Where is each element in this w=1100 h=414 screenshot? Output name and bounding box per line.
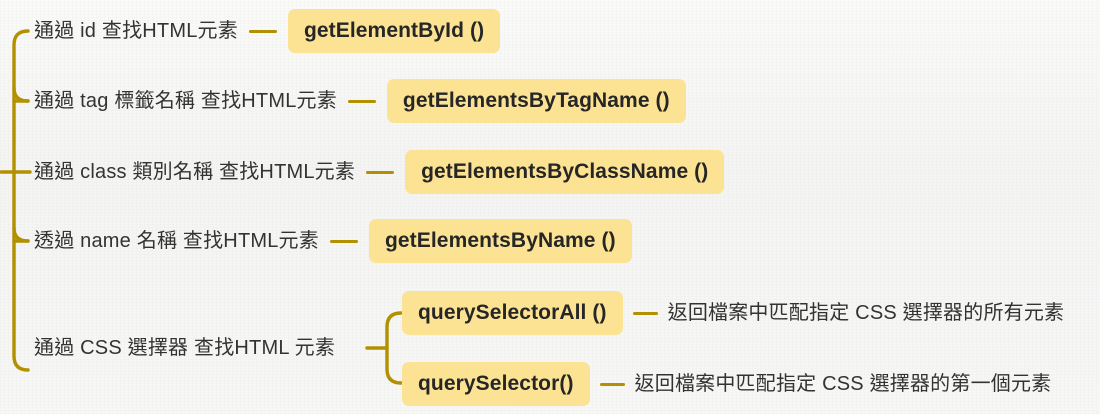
branch-label-tag: 通過 tag 標籤名稱 查找HTML元素 xyxy=(34,90,337,112)
branch-label-name: 透過 name 名稱 查找HTML元素 xyxy=(34,230,319,252)
branch-row-class: 通過 class 類別名稱 查找HTML元素 getElementsByClas… xyxy=(34,150,725,194)
badge-get-element-by-id[interactable]: getElementById () xyxy=(287,9,501,53)
branch-row-name: 透過 name 名稱 查找HTML元素 getElementsByName () xyxy=(34,219,632,263)
description-query-selector: 返回檔案中匹配指定 CSS 選擇器的第一個元素 xyxy=(634,373,1052,395)
badge-get-elements-by-tag-name[interactable]: getElementsByTagName () xyxy=(386,79,686,123)
branch-label-id: 通過 id 查找HTML元素 xyxy=(34,20,238,42)
branch-label-css: 通過 CSS 選擇器 查找HTML 元素 xyxy=(34,337,336,359)
branch-tick-name xyxy=(12,226,30,243)
connector-dash-query-selector xyxy=(599,382,625,386)
branch-row-css: 通過 CSS 選擇器 查找HTML 元素 xyxy=(34,338,335,358)
branch-row-id: 通過 id 查找HTML元素 getElementById () xyxy=(34,9,501,53)
sub-branch-row-query-selector-all: querySelectorAll () 返回檔案中匹配指定 CSS 選擇器的所有… xyxy=(402,291,1064,335)
connector-dash-id xyxy=(248,29,277,33)
description-query-selector-all: 返回檔案中匹配指定 CSS 選擇器的所有元素 xyxy=(667,302,1065,324)
branch-label-class: 通過 class 類別名稱 查找HTML元素 xyxy=(34,161,356,183)
connector-dash-tag xyxy=(347,99,376,103)
css-sub-bracket-spine xyxy=(385,311,403,385)
connector-dash-class xyxy=(366,170,395,174)
connector-dash-name xyxy=(329,239,358,243)
badge-get-elements-by-name[interactable]: getElementsByName () xyxy=(368,219,632,263)
branch-row-tag: 通過 tag 標籤名稱 查找HTML元素 getElementsByTagNam… xyxy=(34,79,686,123)
connector-dash-query-selector-all xyxy=(632,311,658,315)
badge-query-selector-all[interactable]: querySelectorAll () xyxy=(402,291,623,335)
badge-query-selector[interactable]: querySelector() xyxy=(402,362,590,406)
branch-tick-tag xyxy=(12,86,30,103)
sub-branch-row-query-selector: querySelector() 返回檔案中匹配指定 CSS 選擇器的第一個元素 xyxy=(402,362,1051,406)
main-bracket-spine xyxy=(12,29,30,372)
badge-get-elements-by-class-name[interactable]: getElementsByClassName () xyxy=(405,150,725,194)
